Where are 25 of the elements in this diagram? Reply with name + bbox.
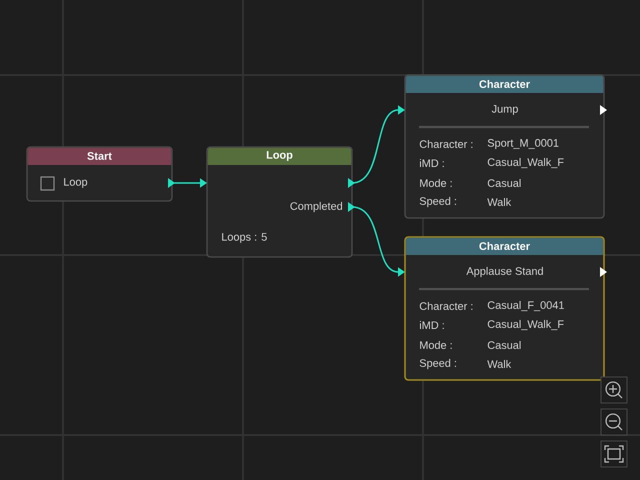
node-title: Jump [492, 105, 518, 115]
field-label: Character : [420, 302, 472, 310]
field-label: Speed : [420, 358, 456, 370]
port-label: Completed [290, 202, 342, 212]
field-value: Sport_M_0001 [488, 139, 558, 149]
field-value: Casual_F_0041 [488, 300, 564, 312]
field-label: iMD : [420, 159, 444, 167]
field-label: Character : [420, 140, 472, 148]
field-value: Casual [488, 341, 521, 350]
checkbox-label: Loop [64, 178, 88, 188]
node-title: Applause Stand [466, 266, 543, 278]
field-value: Casual [488, 179, 521, 188]
node-header: Start [28, 148, 172, 165]
node-header: Character [406, 76, 604, 93]
field-value: Casual_Walk_F [488, 158, 564, 168]
field-label: Speed : [420, 196, 456, 208]
field-value: Casual_Walk_F [488, 320, 564, 330]
field-text: Loops : 5 [222, 233, 267, 243]
field-label: Mode : [420, 179, 452, 188]
node-header: Loop [208, 148, 352, 165]
field-value: Walk [487, 360, 512, 368]
node-header: Character [406, 238, 604, 255]
field-value: Walk [487, 198, 512, 206]
field-label: iMD : [420, 321, 444, 329]
field-label: Mode : [420, 341, 452, 350]
